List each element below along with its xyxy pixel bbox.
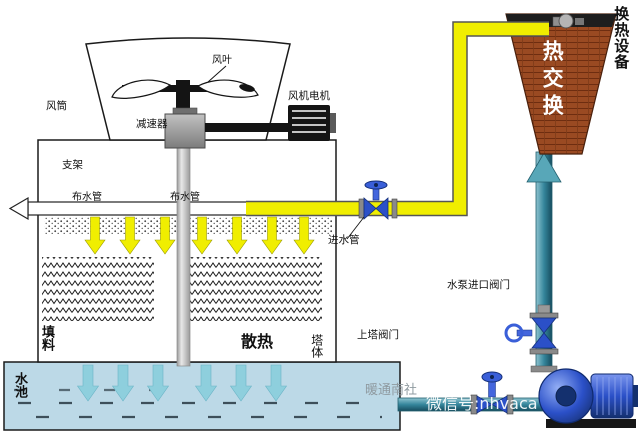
- inlet-pipe-valve: [358, 180, 398, 220]
- fan-blade-leader-line: [207, 65, 227, 83]
- fill-material-label: 填料: [38, 325, 54, 351]
- watermark-brand: 暖通南社: [365, 383, 418, 398]
- pump-base: [546, 419, 636, 428]
- heat-exchange-equipment-label: 换热设备: [612, 6, 631, 70]
- fill-material-left: [42, 257, 154, 321]
- heat-dissipation-label: 散热: [241, 332, 274, 351]
- pump-motor-cap: [633, 385, 638, 407]
- pump-discharge-flange: [530, 365, 558, 373]
- riser-up-arrow: [526, 152, 562, 183]
- inlet-pipe-leader-line: [346, 216, 365, 240]
- tower-body-label: 塔体: [309, 334, 324, 358]
- hot-pipe: [246, 22, 549, 215]
- fan-blade-label: 风叶: [212, 55, 232, 66]
- heat-exchange-label: 热交换: [540, 40, 565, 121]
- motor-link-bar: [205, 123, 288, 132]
- inlet-pipe-label: 进水管: [328, 234, 360, 246]
- hot-water-arrows: [84, 216, 315, 255]
- fan-motor-label: 风机电机: [288, 90, 330, 102]
- tower-supply-valve-label: 上塔阀门: [357, 329, 399, 341]
- air-duct-label: 风筒: [46, 100, 67, 112]
- support-label: 支架: [62, 159, 83, 171]
- fan-motor-fins: [292, 110, 326, 133]
- exchanger-top-fitting: [552, 13, 584, 29]
- fan-blade-left: [111, 79, 172, 99]
- water-pump: [530, 365, 638, 428]
- pool-water-dashes: [14, 388, 382, 419]
- pump-motor-fins: [596, 377, 628, 415]
- pump-volute-center: [555, 385, 577, 407]
- cooling-water-arrows: [76, 364, 288, 402]
- distribution-pipe-right-label: 布水管: [170, 192, 200, 203]
- reducer-box: [164, 113, 206, 149]
- watermark-wechat-id: 微信号:nhvaca: [426, 394, 538, 413]
- fill-material-right: [186, 257, 322, 321]
- drive-shaft: [176, 147, 191, 367]
- water-pool-label: 水池: [11, 372, 27, 398]
- reducer-label: 减速器: [136, 118, 168, 130]
- distribution-pipe-arrow: [8, 196, 29, 221]
- distribution-pipe-left-label: 布水管: [72, 192, 102, 203]
- pump-inlet-valve-label: 水泵进口阀门: [447, 279, 510, 291]
- fan-motor-cap: [330, 113, 336, 133]
- fan-blade-tip: [239, 84, 255, 92]
- riser-valve: [504, 304, 559, 355]
- pump-inlet-valve: [470, 371, 514, 415]
